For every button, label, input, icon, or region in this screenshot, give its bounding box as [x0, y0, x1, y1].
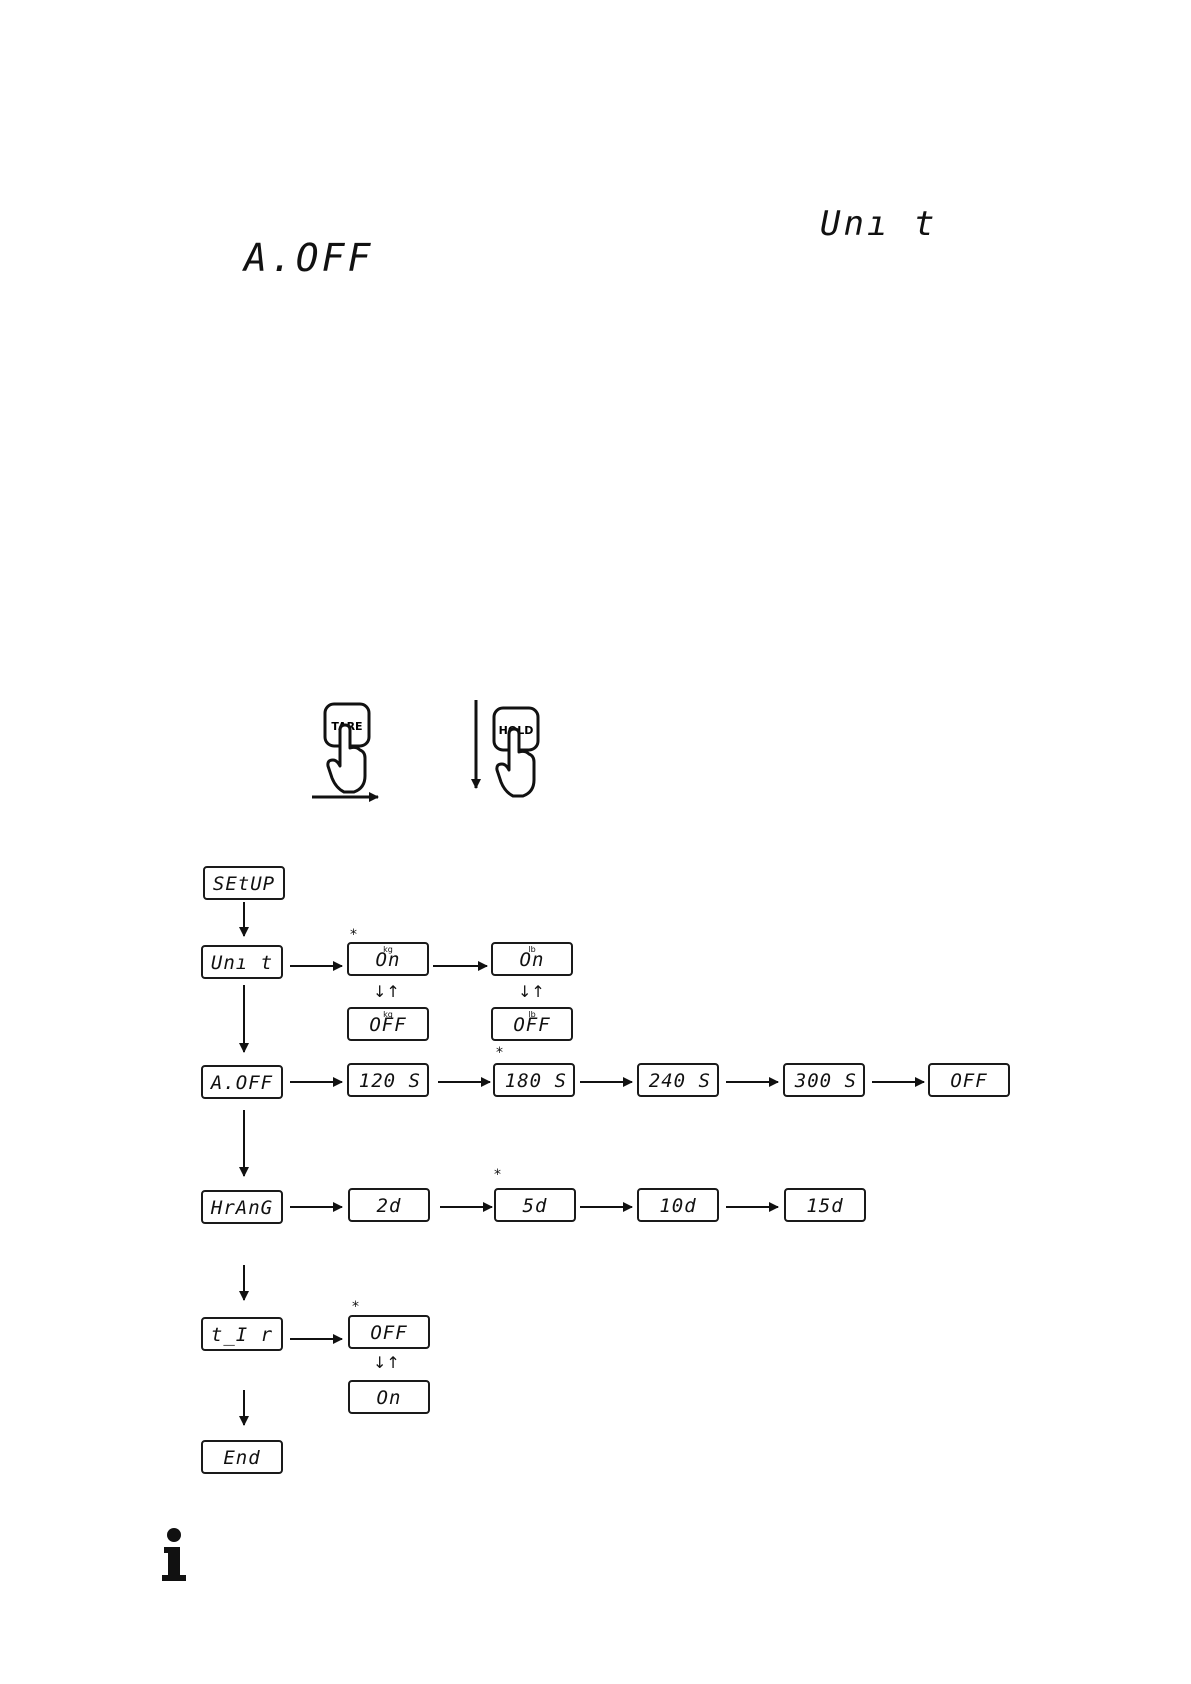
tare-key-icon: TARE [318, 700, 376, 796]
option-hrang-10d: 10d [637, 1188, 719, 1222]
option-hrang-5d: 5d [494, 1188, 576, 1222]
toggle-symbol: ↓↑ [518, 984, 545, 1000]
menu-hrang: HrAnG [201, 1190, 283, 1224]
default-marker: * [494, 1168, 501, 1182]
menu-unit: Unı t [201, 945, 283, 979]
menu-end: End [201, 1440, 283, 1474]
option-tir-off: OFF [348, 1315, 430, 1349]
option-kg-on: kg On [347, 942, 429, 976]
option-aoff-180: 180 S [493, 1063, 575, 1097]
menu-tir: t_I r [201, 1317, 283, 1351]
option-lb-on: lb On [491, 942, 573, 976]
default-marker: * [496, 1046, 503, 1060]
default-marker: * [350, 928, 357, 942]
menu-setup: SEtUP [203, 866, 285, 900]
option-aoff-120: 120 S [347, 1063, 429, 1097]
default-marker: * [352, 1300, 359, 1314]
option-tir-on: On [348, 1380, 430, 1414]
option-kg-off: kg OFF [347, 1007, 429, 1041]
option-hrang-15d: 15d [784, 1188, 866, 1222]
option-lb-off: lb OFF [491, 1007, 573, 1041]
info-icon [156, 1527, 196, 1583]
option-hrang-2d: 2d [348, 1188, 430, 1222]
hold-key-icon: HOLD [487, 704, 545, 800]
option-aoff-240: 240 S [637, 1063, 719, 1097]
toggle-symbol: ↓↑ [373, 984, 400, 1000]
option-aoff-300: 300 S [783, 1063, 865, 1097]
option-aoff-off: OFF [928, 1063, 1010, 1097]
menu-aoff: A.OFF [201, 1065, 283, 1099]
toggle-symbol: ↓↑ [373, 1355, 400, 1371]
